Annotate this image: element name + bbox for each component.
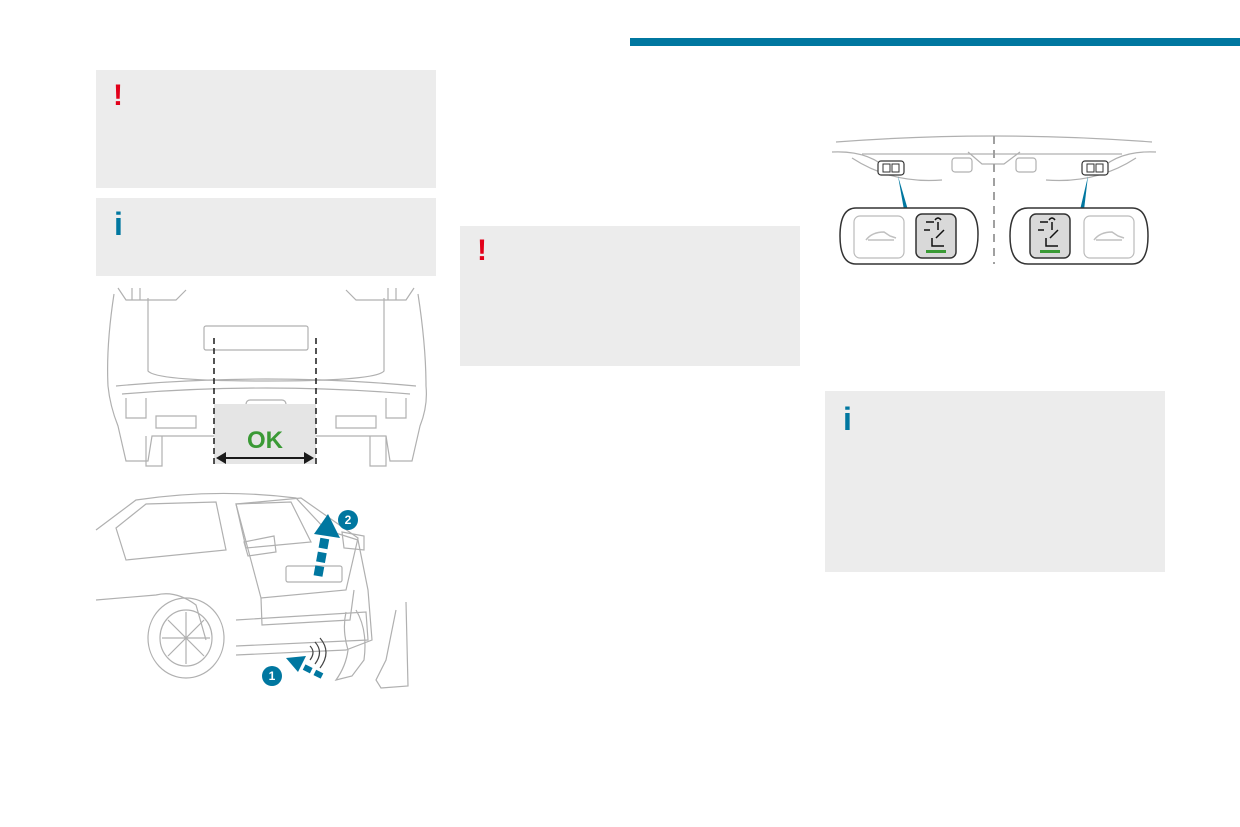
seat-fold-icon bbox=[1038, 217, 1059, 247]
step-number: 1 bbox=[269, 669, 276, 683]
exclamation-icon: ! bbox=[477, 234, 487, 267]
step-badge-1: 1 bbox=[262, 666, 282, 686]
exclamation-icon: ! bbox=[113, 79, 123, 112]
warning-box: ! bbox=[96, 70, 436, 188]
car-icon bbox=[1093, 231, 1125, 241]
ok-label: OK bbox=[247, 427, 284, 454]
rear-view-illustration: OK bbox=[107, 287, 427, 467]
seat-fold-icon bbox=[924, 217, 945, 247]
boot-switches-illustration bbox=[831, 135, 1157, 265]
kick-sensor-illustration: 1 2 bbox=[95, 492, 409, 689]
detection-zone bbox=[214, 404, 316, 464]
warning-box: ! bbox=[460, 226, 800, 366]
car-icon bbox=[865, 231, 897, 241]
step-number: 2 bbox=[345, 513, 352, 527]
right-switch-panel bbox=[1009, 207, 1149, 265]
info-box: i bbox=[96, 198, 436, 276]
info-icon: i bbox=[843, 401, 852, 437]
info-box: i bbox=[825, 391, 1165, 572]
header-accent-bar bbox=[630, 38, 1240, 46]
info-icon: i bbox=[114, 206, 123, 242]
step-badge-2: 2 bbox=[338, 510, 358, 530]
left-switch-panel bbox=[839, 207, 979, 265]
